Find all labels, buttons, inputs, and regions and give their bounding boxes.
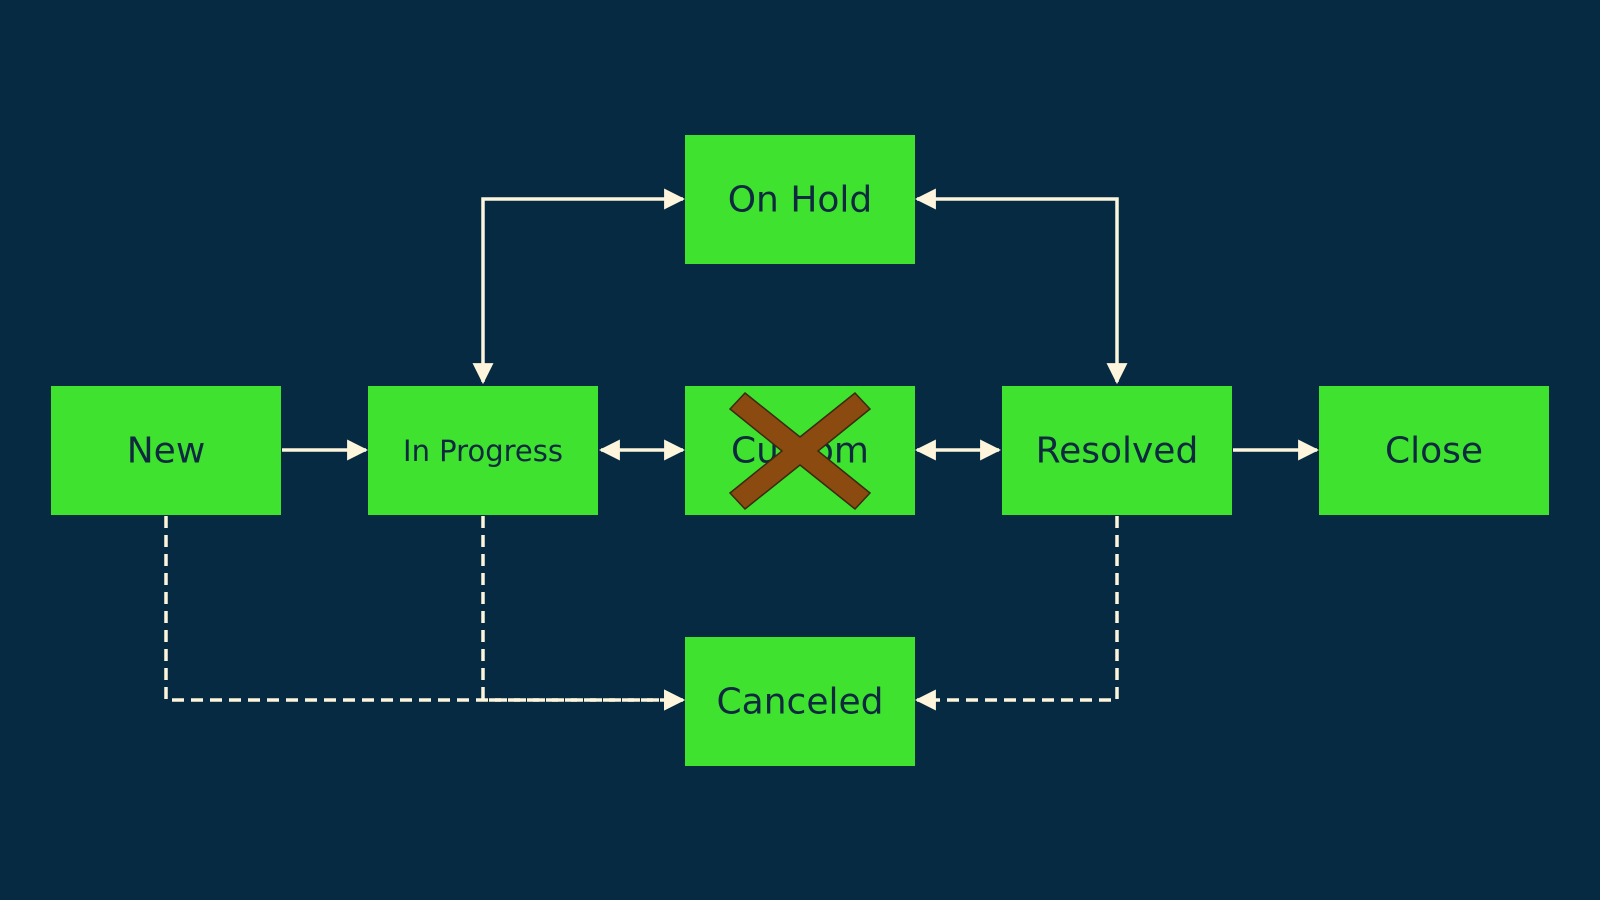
edge-resolved-to-canceled: [914, 516, 1119, 711]
node-in-progress-label: In Progress: [403, 434, 563, 468]
edge-in-progress-on-hold: [472, 188, 686, 385]
connectors: [164, 188, 1320, 711]
node-resolved-label: Resolved: [1036, 431, 1199, 472]
edge-on-hold-resolved: [914, 188, 1128, 385]
node-on-hold: On Hold: [685, 135, 915, 264]
cross-out-mark: [728, 391, 872, 511]
node-new-label: New: [127, 431, 206, 472]
node-canceled: Canceled: [685, 637, 915, 766]
node-canceled-label: Canceled: [717, 682, 884, 723]
edge-in-progress-to-canceled: [481, 516, 686, 711]
node-new: New: [51, 386, 281, 515]
node-close: Close: [1319, 386, 1549, 515]
node-on-hold-label: On Hold: [728, 180, 873, 221]
node-close-label: Close: [1385, 431, 1483, 472]
node-custom: Custom: [685, 386, 915, 515]
node-resolved: Resolved: [1002, 386, 1232, 515]
edge-new-to-canceled: [164, 516, 686, 711]
node-in-progress: In Progress: [368, 386, 598, 515]
